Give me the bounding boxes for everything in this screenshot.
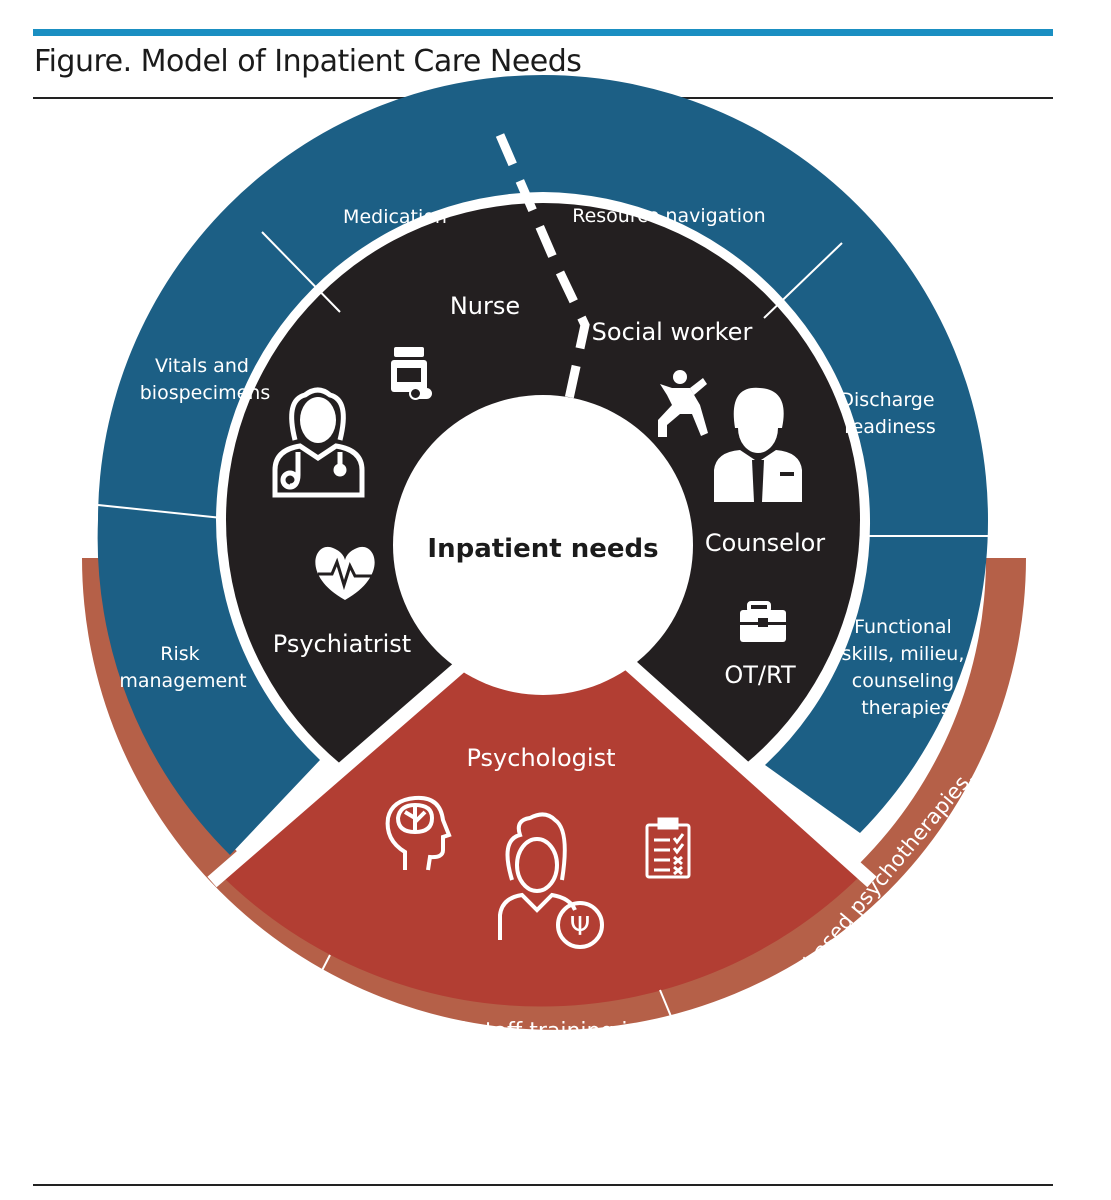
role-psychologist: Psychologist — [466, 744, 615, 772]
psychologist-wedge — [222, 665, 860, 1007]
blue-discharge: Discharge readiness — [839, 389, 940, 438]
blue-functional-line-2: skills, milieu, — [842, 643, 965, 665]
nurse-social-divider — [495, 133, 590, 409]
psychologist-icon: Ψ — [498, 812, 604, 949]
blue-functional-line-4: therapies — [861, 697, 951, 719]
blue-ring — [97, 75, 989, 855]
role-ot-rt: OT/RT — [724, 661, 796, 689]
medication-bottle-icon — [391, 347, 432, 400]
blue-functional-line-3: counseling — [852, 670, 954, 692]
blue-discharge-line-2: readiness — [844, 416, 936, 438]
top-accent-rule — [33, 29, 1053, 36]
briefcase-icon — [740, 601, 786, 642]
checklist-icon — [645, 817, 691, 879]
center-label: Inpatient needs — [427, 534, 658, 564]
heart-monitor-icon — [315, 546, 375, 600]
blue-vitals-line-2: biospecimens — [140, 382, 270, 404]
blue-resource-navigation: Resource navigation — [572, 205, 765, 227]
divider-resource-discharge — [763, 242, 843, 319]
exercise-figure-icon — [658, 370, 708, 437]
role-counselor: Counselor — [705, 529, 825, 557]
wedge-gap-left — [207, 659, 467, 888]
divider-medication-vitals — [261, 231, 341, 313]
brain-head-icon — [385, 795, 452, 871]
brick-ring-dividers — [267, 954, 713, 1116]
blue-risk-line-1: Risk — [160, 643, 199, 665]
wedge-gap-right — [625, 659, 877, 888]
brick-bottom-line-1: Student and staff training in — [332, 1019, 642, 1044]
role-psychiatrist: Psychiatrist — [273, 630, 411, 658]
brick-bottom: Student and staff training in psychologi… — [332, 1019, 649, 1075]
blue-vitals: Vitals and biospecimens — [140, 355, 270, 404]
bottom-rule — [33, 1184, 1053, 1186]
counselor-icon — [714, 387, 802, 502]
role-nurse: Nurse — [450, 292, 520, 320]
blue-functional: Functional skills, milieu, counseling th… — [842, 616, 971, 719]
blue-risk-line-2: management — [119, 670, 246, 692]
blue-ring-dividers — [97, 231, 990, 537]
blue-vitals-line-1: Vitals and — [155, 355, 249, 377]
divider-vitals-risk — [97, 504, 223, 519]
nurse-icon — [272, 387, 365, 498]
svg-text:Ψ: Ψ — [570, 912, 590, 942]
brick-bottom-line-2: psychological practices — [362, 1050, 619, 1075]
center-circle — [393, 395, 693, 695]
role-social-worker: Social worker — [592, 318, 753, 346]
figure-title: Figure. Model of Inpatient Care Needs — [34, 44, 582, 79]
blue-discharge-line-1: Discharge — [839, 389, 934, 411]
blue-medication: Medication — [343, 206, 447, 228]
blue-risk: Risk management — [119, 643, 246, 692]
divider-brick-right — [659, 989, 713, 1116]
divider-brick-left — [267, 954, 331, 1076]
blue-functional-line-1: Functional — [854, 616, 952, 638]
